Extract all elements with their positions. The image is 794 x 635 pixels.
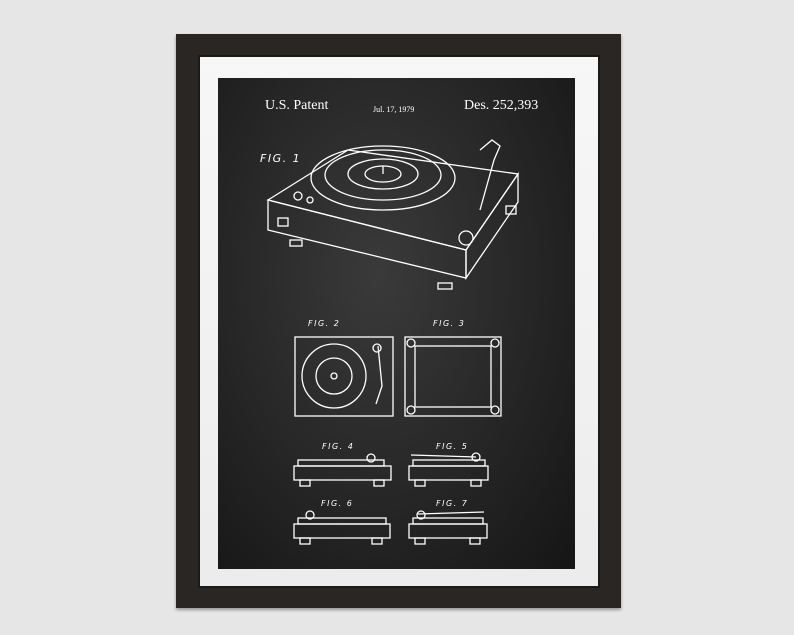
fig-5-label: FIG. 5 [436,442,469,451]
fig-1-label: FIG. 1 [260,152,302,165]
fig-4-label: FIG. 4 [322,442,355,451]
fig-7-label: FIG. 7 [436,499,469,508]
patent-poster: U.S. Patent Jul. 17, 1979 Des. 252,393 F… [218,78,575,569]
fig-4-side-view-drawing [293,453,392,487]
patent-number: Des. 252,393 [464,98,539,113]
fig-7-side-view-drawing [408,510,488,545]
patent-label: U.S. Patent [265,98,329,113]
fig-6-label: FIG. 6 [321,499,354,508]
fig-5-side-view-drawing [408,452,489,487]
fig-2-label: FIG. 2 [308,319,341,328]
fig-3-label: FIG. 3 [433,319,466,328]
patent-date: Jul. 17, 1979 [373,105,415,114]
fig-2-top-view-drawing [294,336,394,417]
fig-3-bottom-view-drawing [404,336,502,417]
patent-drawings [266,139,520,545]
fig-6-side-view-drawing [293,510,391,545]
fig-1-turntable-drawing [266,139,520,290]
